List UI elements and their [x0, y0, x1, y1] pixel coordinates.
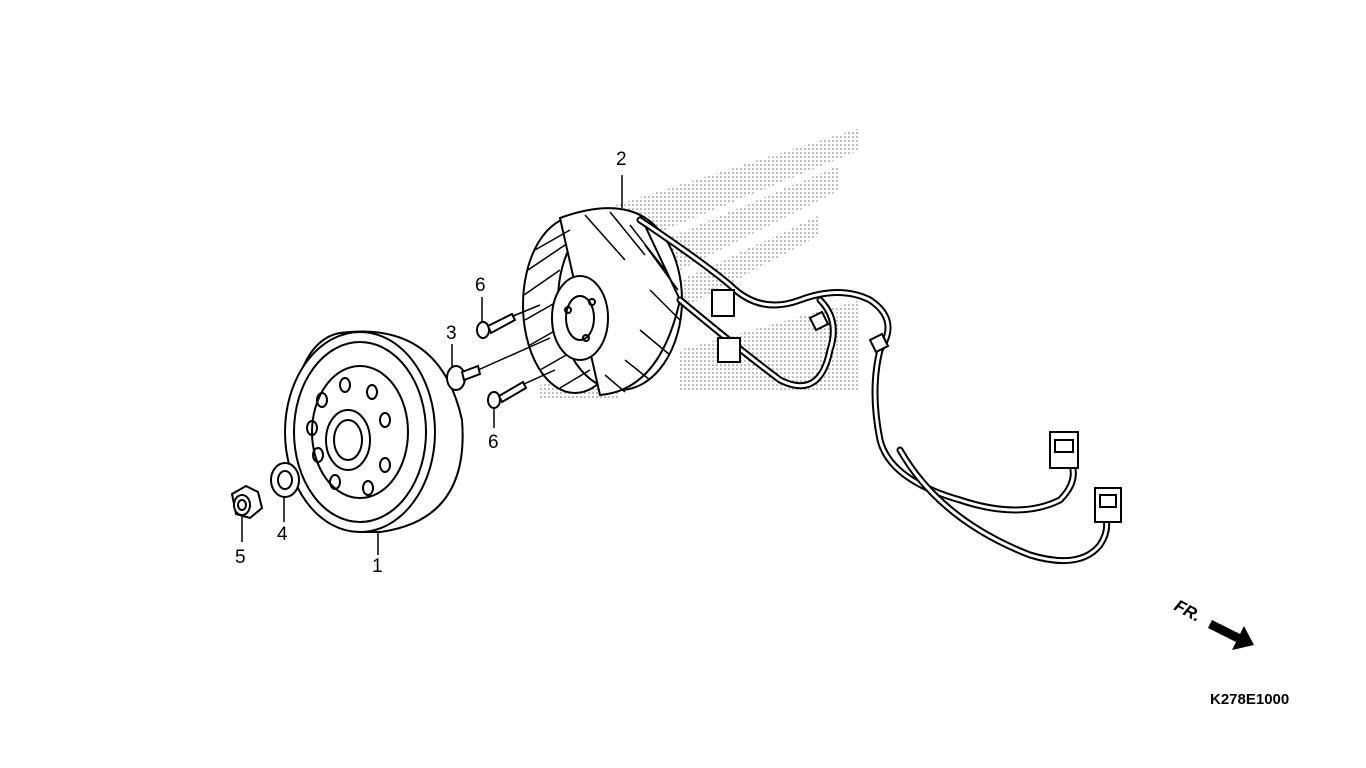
nut-icon [230, 484, 264, 520]
callout-part-2: 2 [616, 149, 627, 170]
drawing-code: K278E1000 [1210, 691, 1290, 708]
stator-coil-icon [522, 207, 1122, 565]
callout-part-4: 4 [277, 524, 288, 545]
flywheel-rotor-icon [284, 330, 464, 533]
callout-part-6-bottom: 6 [488, 432, 499, 453]
callout-part-5: 5 [235, 547, 246, 568]
callout-part-6-top: 6 [475, 275, 486, 296]
front-arrow-icon [1208, 620, 1254, 650]
bolt-icon [476, 304, 556, 409]
washer-bolt-icon [446, 337, 551, 391]
callout-part-1: 1 [372, 556, 383, 577]
leader-lines [241, 175, 623, 555]
callout-part-3: 3 [446, 323, 457, 344]
washer-icon [270, 462, 300, 498]
